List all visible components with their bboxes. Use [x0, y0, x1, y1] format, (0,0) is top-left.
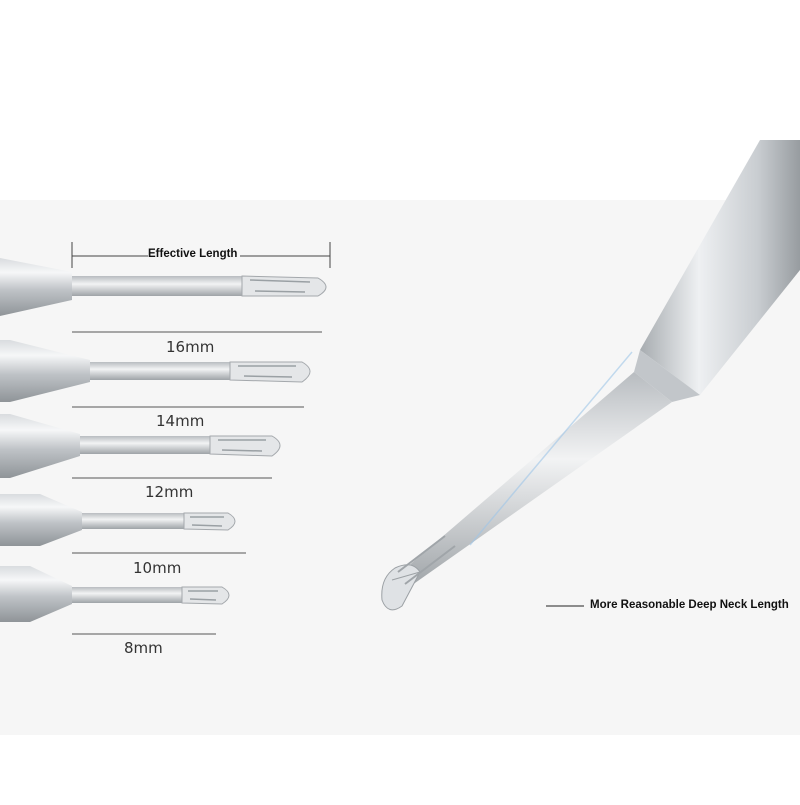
length-label-14mm: 14mm — [156, 412, 205, 430]
length-label-12mm: 12mm — [145, 483, 194, 501]
end-mill-14mm — [0, 340, 311, 402]
effective-length-bracket — [71, 242, 331, 268]
effective-length-label: Effective Length — [148, 248, 238, 260]
end-mill-10mm — [0, 494, 236, 546]
end-mill-16mm — [0, 258, 327, 316]
length-label-8mm: 8mm — [124, 639, 163, 657]
length-label-16mm: 16mm — [166, 338, 215, 356]
end-mill-8mm — [0, 566, 230, 622]
end-mill-12mm — [0, 414, 281, 478]
length-label-10mm: 10mm — [133, 559, 182, 577]
end-mill-large-diagonal — [381, 140, 800, 611]
deep-neck-label: More Reasonable Deep Neck Length — [590, 599, 789, 611]
